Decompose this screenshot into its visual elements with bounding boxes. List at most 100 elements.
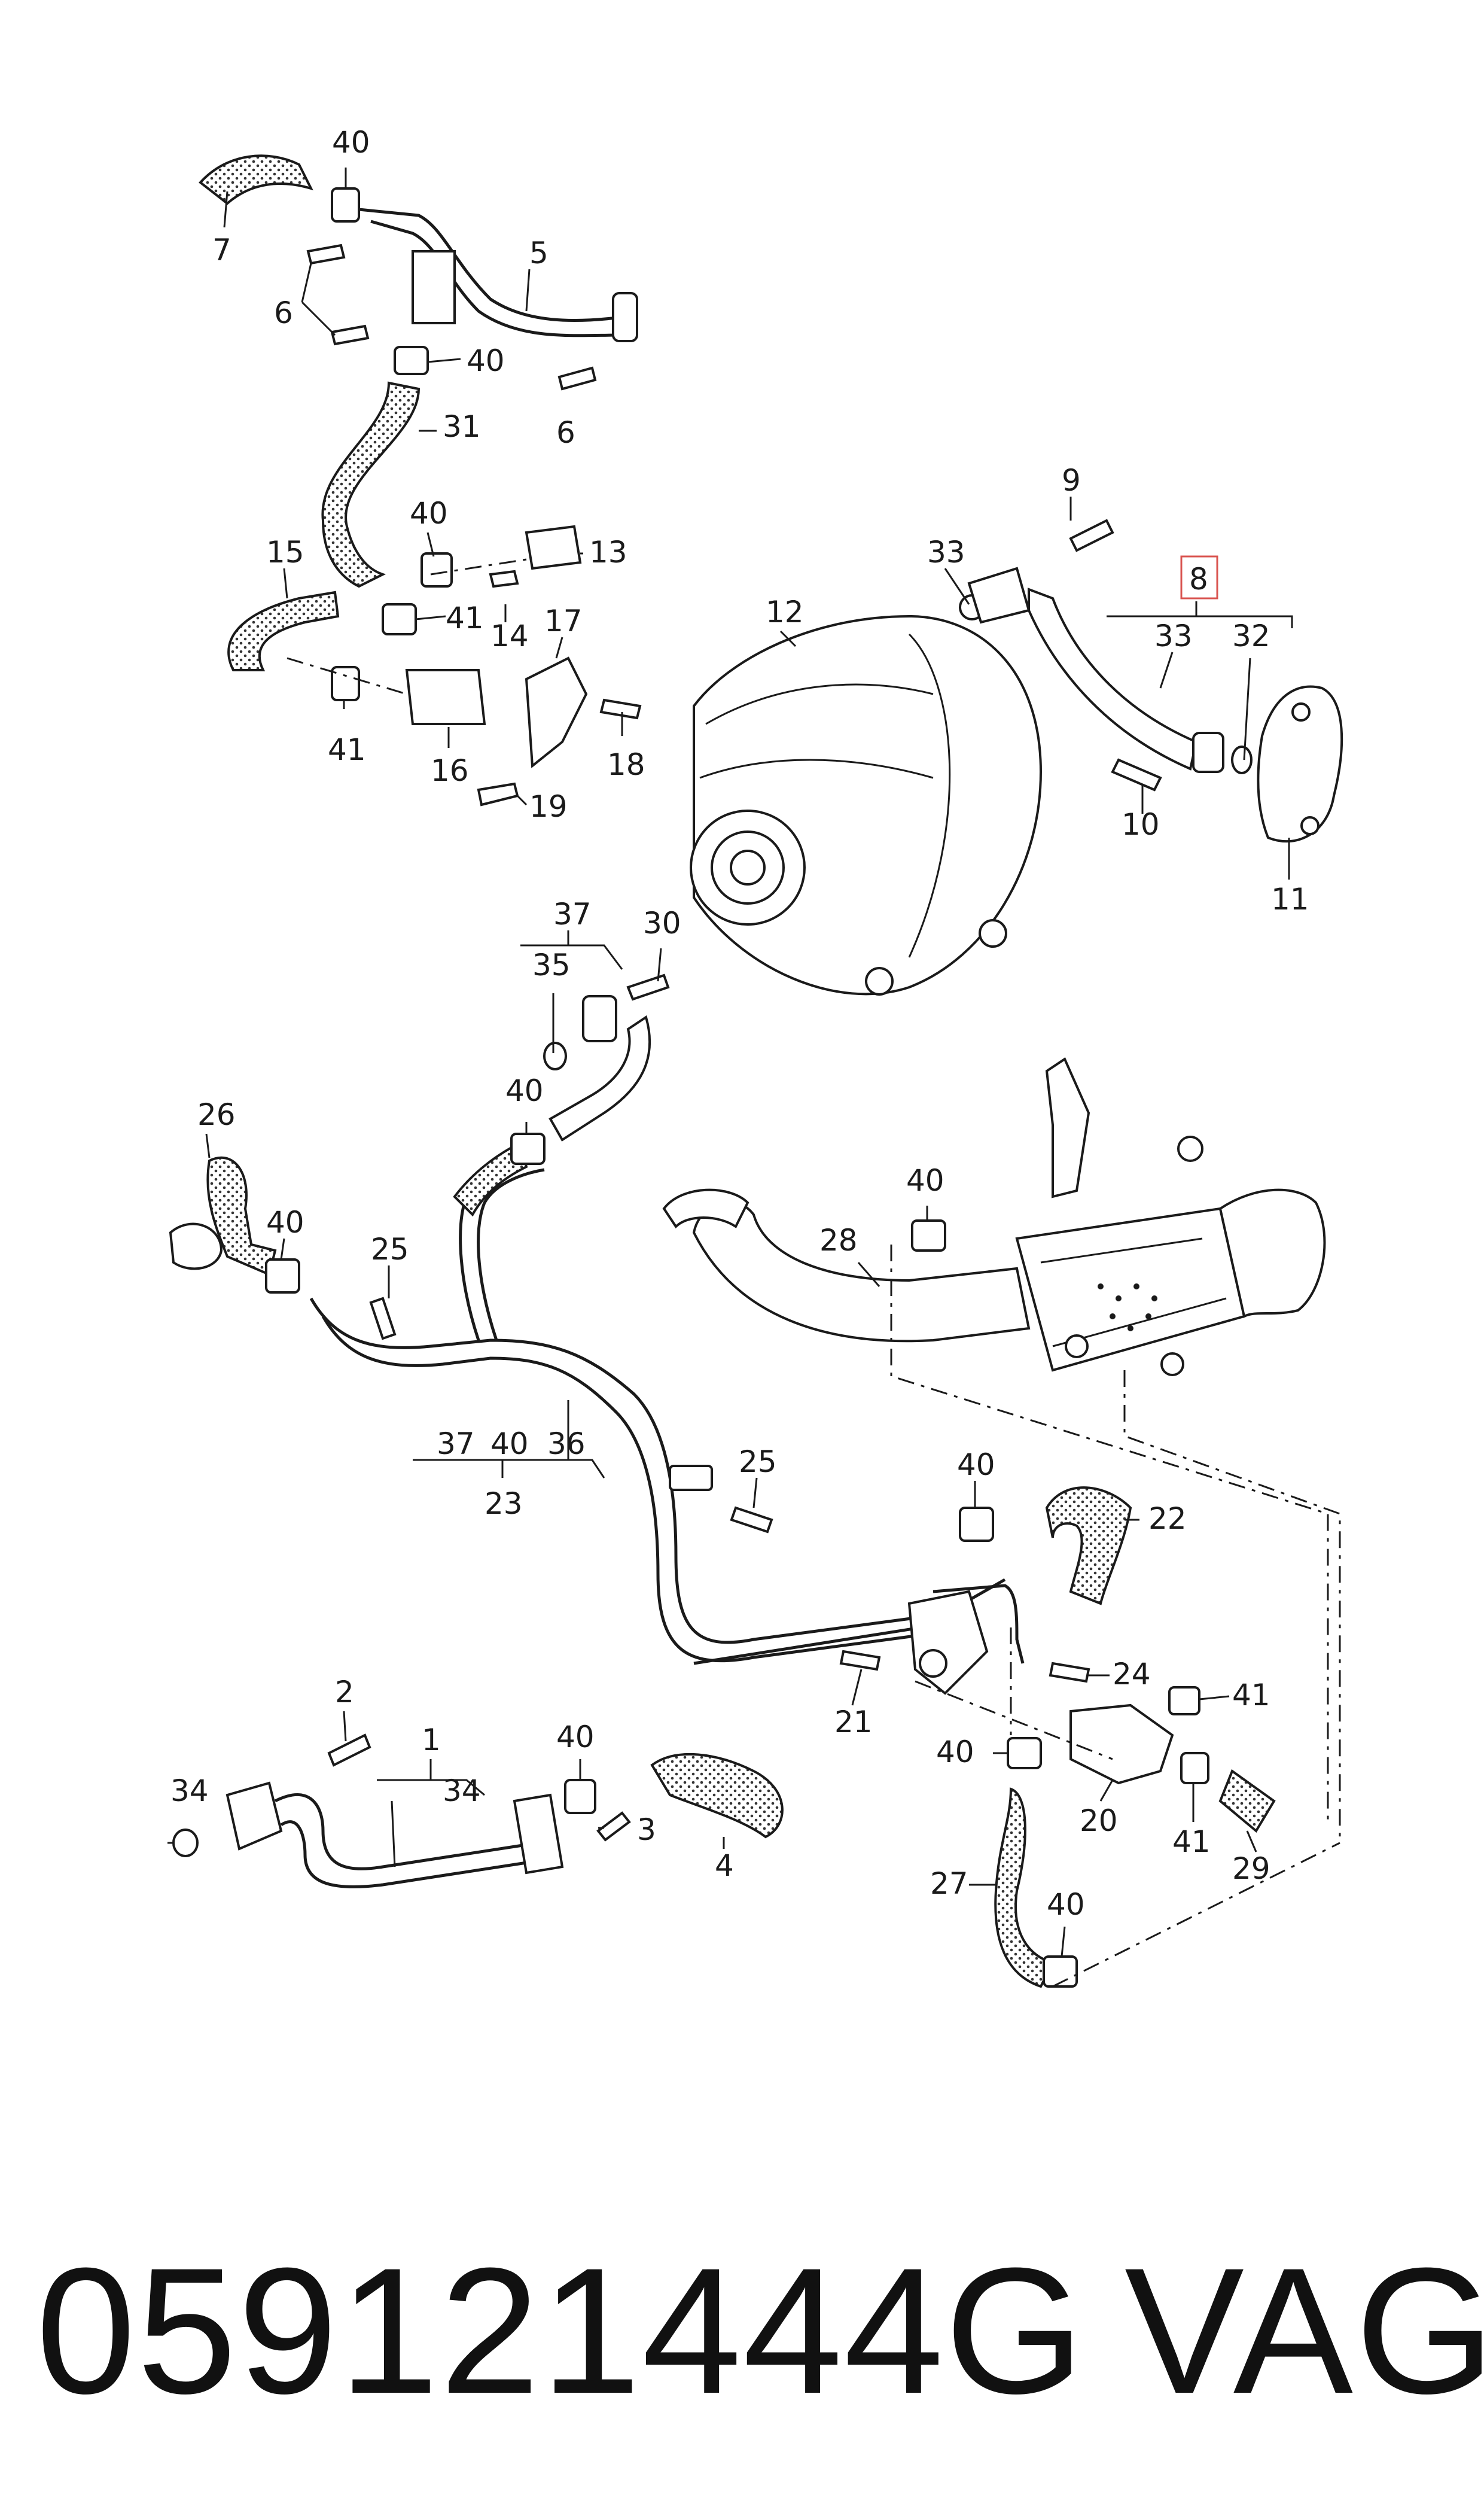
callout-41: 41	[328, 732, 366, 767]
bolt-25-left	[369, 1297, 397, 1340]
bolt-3	[596, 1811, 631, 1842]
callout-8: 8	[1189, 562, 1208, 597]
egr-cooler-assembly	[662, 1057, 1341, 1843]
callout-4: 4	[715, 1848, 734, 1883]
cooler-bracket	[1045, 1057, 1090, 1198]
pipe-23-b	[321, 1315, 934, 1663]
callout-27: 27	[930, 1866, 968, 1901]
bolt-2	[327, 1733, 371, 1767]
bolt-6-right	[557, 366, 597, 391]
brand-text: VAG	[1125, 2230, 1484, 2431]
clamp-40-22	[959, 1507, 994, 1542]
lower-left-assembly	[172, 1733, 784, 1888]
bolt-25-mid	[730, 1506, 773, 1534]
connector-1	[513, 1793, 564, 1875]
callout-30: 30	[643, 906, 681, 941]
pipe-36-b	[477, 1168, 545, 1341]
callout-23: 23	[484, 1486, 523, 1521]
hose-31	[321, 381, 420, 588]
callout-32: 32	[1232, 619, 1270, 653]
callout-labels: 7 40 5 6 40 6 31 40 13 15 41 14 17 41 16…	[170, 125, 1309, 1922]
clamp-40-26	[265, 1258, 300, 1294]
callout-24: 24	[1113, 1657, 1151, 1691]
callout-7: 7	[212, 233, 231, 267]
callout-18: 18	[607, 747, 645, 782]
bracket-17	[525, 656, 588, 768]
callout-37: 37	[553, 897, 592, 932]
cover-11	[1257, 685, 1343, 843]
callout-40: 40	[332, 125, 370, 160]
callout-40: 40	[957, 1447, 995, 1482]
callout-6: 6	[556, 415, 575, 450]
cooler-flange	[1218, 1188, 1326, 1318]
callout-2: 2	[335, 1675, 354, 1709]
flange-8-upper	[967, 567, 1031, 624]
middle-left-assembly	[169, 973, 934, 1663]
hose-7	[199, 154, 313, 205]
tee-connector-5	[412, 250, 456, 324]
connector-13	[525, 525, 582, 570]
callout-33: 33	[927, 535, 965, 570]
flange-37	[582, 995, 617, 1042]
callout-12: 12	[766, 595, 804, 629]
cooler-dots	[1098, 1283, 1157, 1331]
callout-36: 36	[547, 1426, 586, 1461]
pipe-5-b	[370, 220, 623, 337]
pipe-1-a	[274, 1793, 539, 1870]
clamp-41-29	[1180, 1752, 1209, 1784]
bolt-6-lower	[330, 324, 370, 346]
clamp-41-right	[1168, 1686, 1200, 1715]
bolt-18	[599, 698, 642, 720]
hose-26	[206, 1156, 277, 1276]
dash-cooler-2	[1123, 1370, 1341, 1843]
dash-13-15	[430, 558, 527, 576]
bolt-10	[1111, 758, 1162, 792]
flange-1	[226, 1781, 283, 1851]
clamp-40-28	[911, 1219, 946, 1252]
flange-5	[612, 292, 638, 342]
upper-coolant-assembly	[199, 154, 642, 807]
callout-13: 13	[589, 535, 627, 570]
callout-41: 41	[1232, 1678, 1270, 1712]
callout-31: 31	[443, 409, 481, 444]
callout-15: 15	[266, 535, 304, 570]
clamp-40-1	[564, 1779, 596, 1814]
callout-3: 3	[637, 1812, 656, 1847]
bracket-21	[907, 1590, 989, 1695]
pipe-8-assembly	[959, 519, 1343, 843]
pipe-1-b	[280, 1820, 539, 1888]
callout-5: 5	[529, 236, 548, 270]
dash-lower-2	[1052, 1842, 1340, 1988]
connector-26	[169, 1222, 223, 1270]
pipe-23-a	[309, 1297, 934, 1644]
callout-11: 11	[1271, 882, 1309, 917]
callout-26: 26	[197, 1097, 236, 1132]
callout-17: 17	[544, 604, 583, 638]
callout-40: 40	[505, 1073, 544, 1108]
gasket-35	[543, 1042, 568, 1070]
callout-19: 19	[529, 789, 568, 824]
callout-40: 40	[906, 1163, 944, 1198]
alternator-12	[690, 614, 1043, 996]
lower-right-assembly	[693, 1486, 1340, 1988]
callout-1: 1	[422, 1723, 441, 1757]
callout-25: 25	[739, 1444, 777, 1479]
callout-10: 10	[1122, 807, 1160, 842]
callout-20: 20	[1080, 1803, 1118, 1838]
bolt-6-upper	[306, 244, 346, 265]
callout-40: 40	[490, 1426, 529, 1461]
callout-40: 40	[1047, 1887, 1085, 1922]
pipe-28	[692, 1200, 1031, 1343]
bolt-19	[477, 782, 519, 807]
bolt-14	[489, 570, 519, 588]
gasket-32	[1231, 746, 1253, 774]
pipe-8-end	[1192, 732, 1224, 773]
bolt-24	[1049, 1662, 1090, 1683]
callout-40: 40	[556, 1720, 595, 1754]
callout-41: 41	[446, 601, 484, 635]
clamp-40-middle	[394, 346, 429, 375]
part-number-text: 059121444G	[36, 2230, 1086, 2431]
dash-15-16	[287, 657, 407, 695]
callout-16: 16	[431, 753, 469, 788]
callout-40: 40	[266, 1205, 304, 1240]
